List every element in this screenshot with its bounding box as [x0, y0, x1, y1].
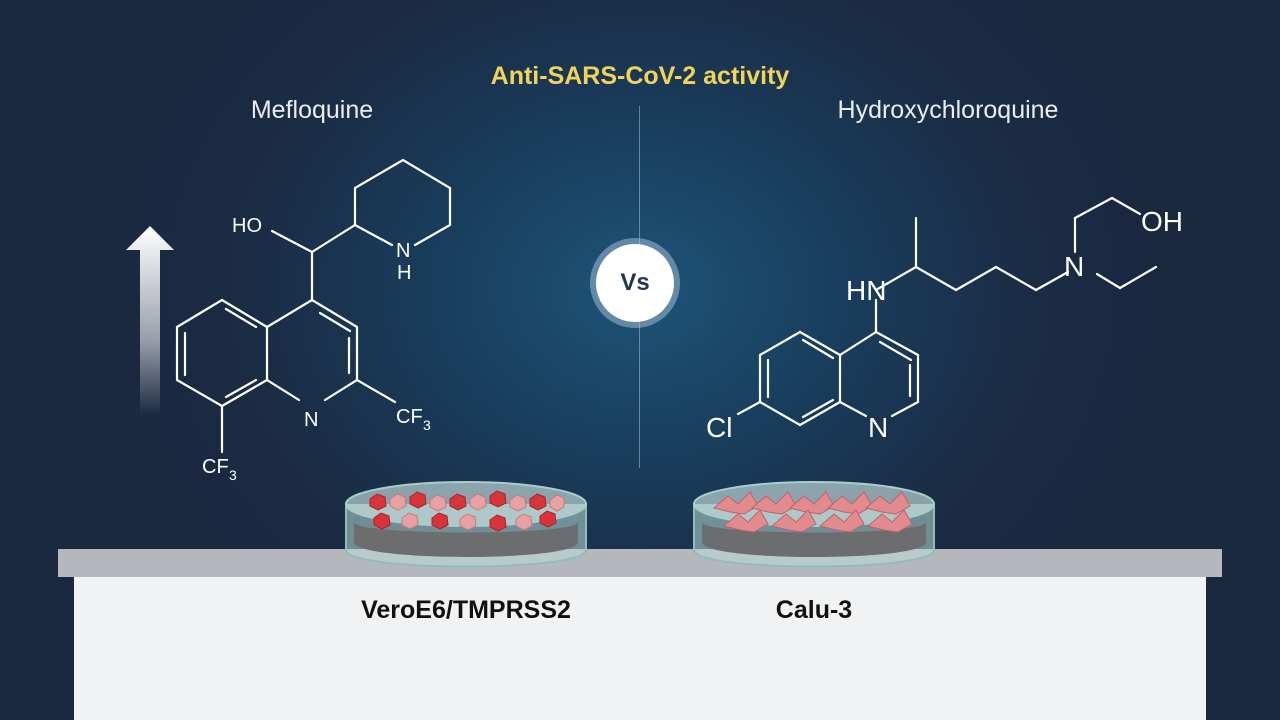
label-amine-n: N: [1064, 251, 1084, 282]
label-cf3-bottom: CF: [202, 456, 229, 478]
label-oh: OH: [1141, 206, 1183, 237]
hydroxychloroquine-structure: HN N OH Cl N: [706, 196, 1183, 443]
vs-badge: Vs: [596, 244, 674, 322]
label-cf3-right: CF: [396, 406, 423, 428]
dish-label-calu3: Calu-3: [775, 596, 853, 624]
drug-name-hydroxychloroquine: Hydroxychloroquine: [837, 96, 1059, 124]
dish-label-veroe6: VeroE6/TMPRSS2: [361, 596, 571, 624]
slide-title: Anti-SARS-CoV-2 activity: [490, 62, 790, 90]
label-cf3-bottom-sub: 3: [229, 467, 237, 483]
vs-label: Vs: [620, 269, 650, 296]
label-quinoline-n: N: [304, 409, 318, 431]
mefloquine-structure: HO N H N CF 3 CF 3: [175, 158, 452, 483]
drug-name-mefloquine: Mefloquine: [250, 96, 374, 124]
vero-cells: [369, 490, 565, 532]
label-piperidine-n: N: [396, 240, 410, 262]
calu3-cells: [712, 491, 913, 533]
label-piperidine-h: H: [397, 262, 411, 284]
petri-dish-veroe6: [345, 481, 587, 568]
petri-dish-calu3: [693, 481, 935, 568]
label-hn: HN: [846, 275, 886, 306]
label-cl: Cl: [706, 412, 732, 443]
bench-top: [58, 549, 1222, 577]
up-arrow-icon: [126, 226, 174, 416]
label-ho: HO: [232, 215, 262, 237]
bench-front: [74, 577, 1206, 720]
label-quinoline-n: N: [868, 412, 888, 443]
label-cf3-right-sub: 3: [423, 417, 431, 433]
